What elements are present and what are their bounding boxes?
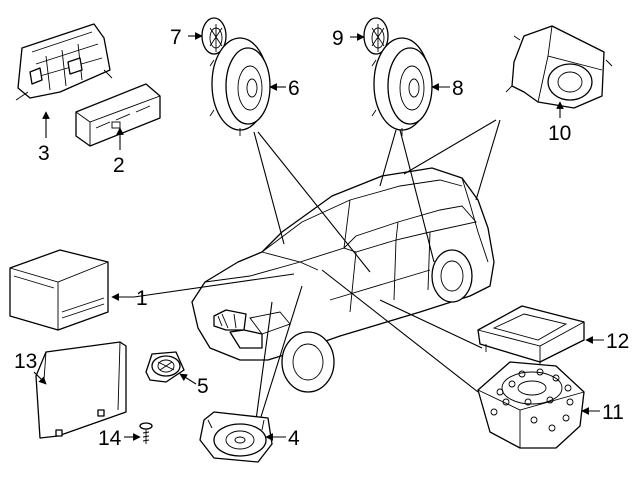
callout-1: 1 <box>136 287 148 310</box>
part-10-tweeter-housing <box>505 25 613 109</box>
callout-13: 13 <box>14 350 37 373</box>
part-3-mounting-bracket <box>15 23 113 101</box>
vehicle-illustration <box>191 167 495 393</box>
callout-9: 9 <box>332 27 344 50</box>
callout-5: 5 <box>197 375 209 398</box>
callout-3: 3 <box>38 142 50 165</box>
part-13-display-panel <box>35 341 127 439</box>
callout-11: 11 <box>602 401 624 424</box>
part-12-amplifier <box>477 305 585 370</box>
part-2-control-module <box>75 83 161 147</box>
part-8-large-speaker <box>371 37 433 136</box>
callout-2: 2 <box>113 154 125 177</box>
callout-8: 8 <box>452 77 464 100</box>
callout-14: 14 <box>98 427 122 450</box>
callout-7: 7 <box>170 26 182 49</box>
part-4-door-speaker <box>199 411 273 463</box>
callout-arrows <box>33 32 604 441</box>
part-11-subwoofer <box>477 361 585 449</box>
part-5-small-speaker <box>145 351 185 383</box>
callout-4: 4 <box>288 427 300 450</box>
part-6-large-speaker <box>209 37 271 136</box>
callout-6: 6 <box>288 77 300 100</box>
part-14-screw <box>139 422 153 444</box>
part-1-head-unit <box>9 249 109 331</box>
callout-12: 12 <box>606 330 629 353</box>
leader-lines <box>133 119 501 421</box>
callout-labels: 3 2 1 4 5 6 7 8 9 10 11 12 13 14 <box>14 26 629 450</box>
callout-10: 10 <box>548 122 571 145</box>
